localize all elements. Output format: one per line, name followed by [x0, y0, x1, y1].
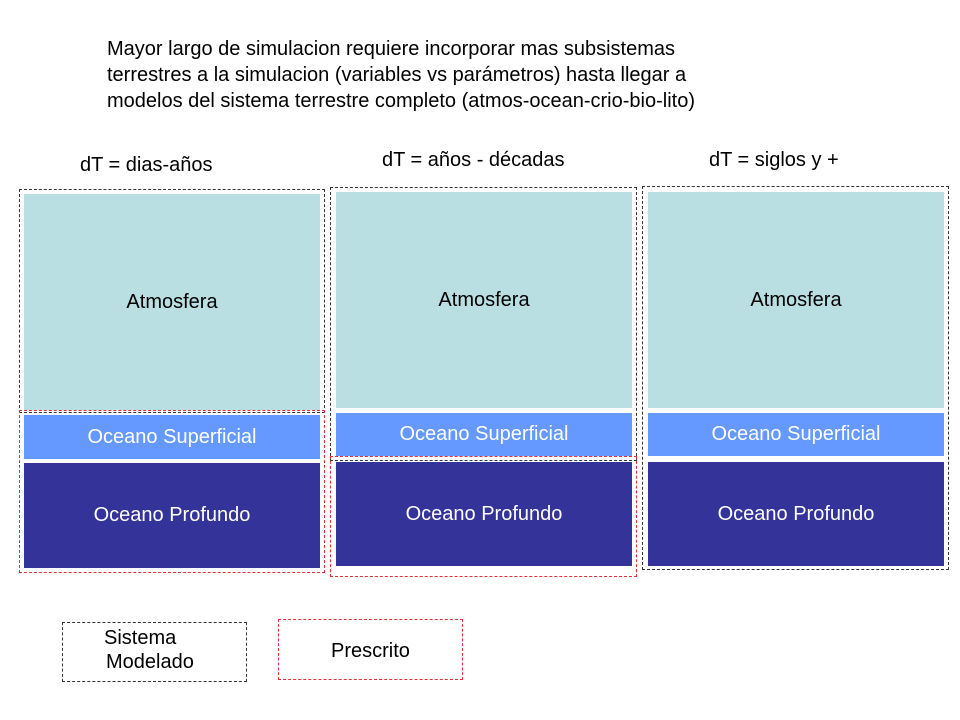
surface-ocean-block-col2: Oceano Superficial [336, 413, 632, 456]
legend-modeled-label: Sistema Modelado [104, 626, 194, 674]
intro-text: Mayor largo de simulacion requiere incor… [107, 36, 867, 114]
deep-ocean-block-col3: Oceano Profundo [648, 462, 944, 566]
prescribed-frame-col2 [330, 456, 637, 577]
atmosphere-block-col1: Atmosfera [24, 194, 320, 410]
legend-prescribed-label: Prescrito [331, 640, 410, 662]
column-label-3: dT = siglos y + [709, 149, 839, 171]
legend-prescribed-box [278, 619, 463, 680]
surface-ocean-block-col3: Oceano Superficial [648, 413, 944, 456]
legend-modeled-line-2: Modelado [106, 651, 194, 673]
modeled-frame-col2 [330, 187, 637, 461]
prescribed-frame-col1 [19, 410, 325, 573]
modeled-frame-col3 [642, 186, 949, 570]
deep-ocean-block-col1: Oceano Profundo [24, 463, 320, 568]
atmosphere-block-col3: Atmosfera [648, 192, 944, 408]
modeled-frame-col1 [19, 189, 325, 413]
intro-line-1: Mayor largo de simulacion requiere incor… [107, 38, 676, 60]
intro-line-2: terrestres a la simulacion (variables vs… [107, 64, 687, 86]
surface-ocean-block-col1: Oceano Superficial [24, 415, 320, 459]
atmosphere-block-col2: Atmosfera [336, 192, 632, 408]
column-label-1: dT = dias-años [80, 154, 213, 176]
legend-modeled-box [62, 622, 247, 682]
intro-line-3: modelos del sistema terrestre completo (… [107, 90, 695, 112]
deep-ocean-block-col2: Oceano Profundo [336, 462, 632, 566]
column-label-2: dT = años - décadas [382, 149, 565, 171]
legend-modeled-line-1: Sistema [104, 627, 177, 649]
